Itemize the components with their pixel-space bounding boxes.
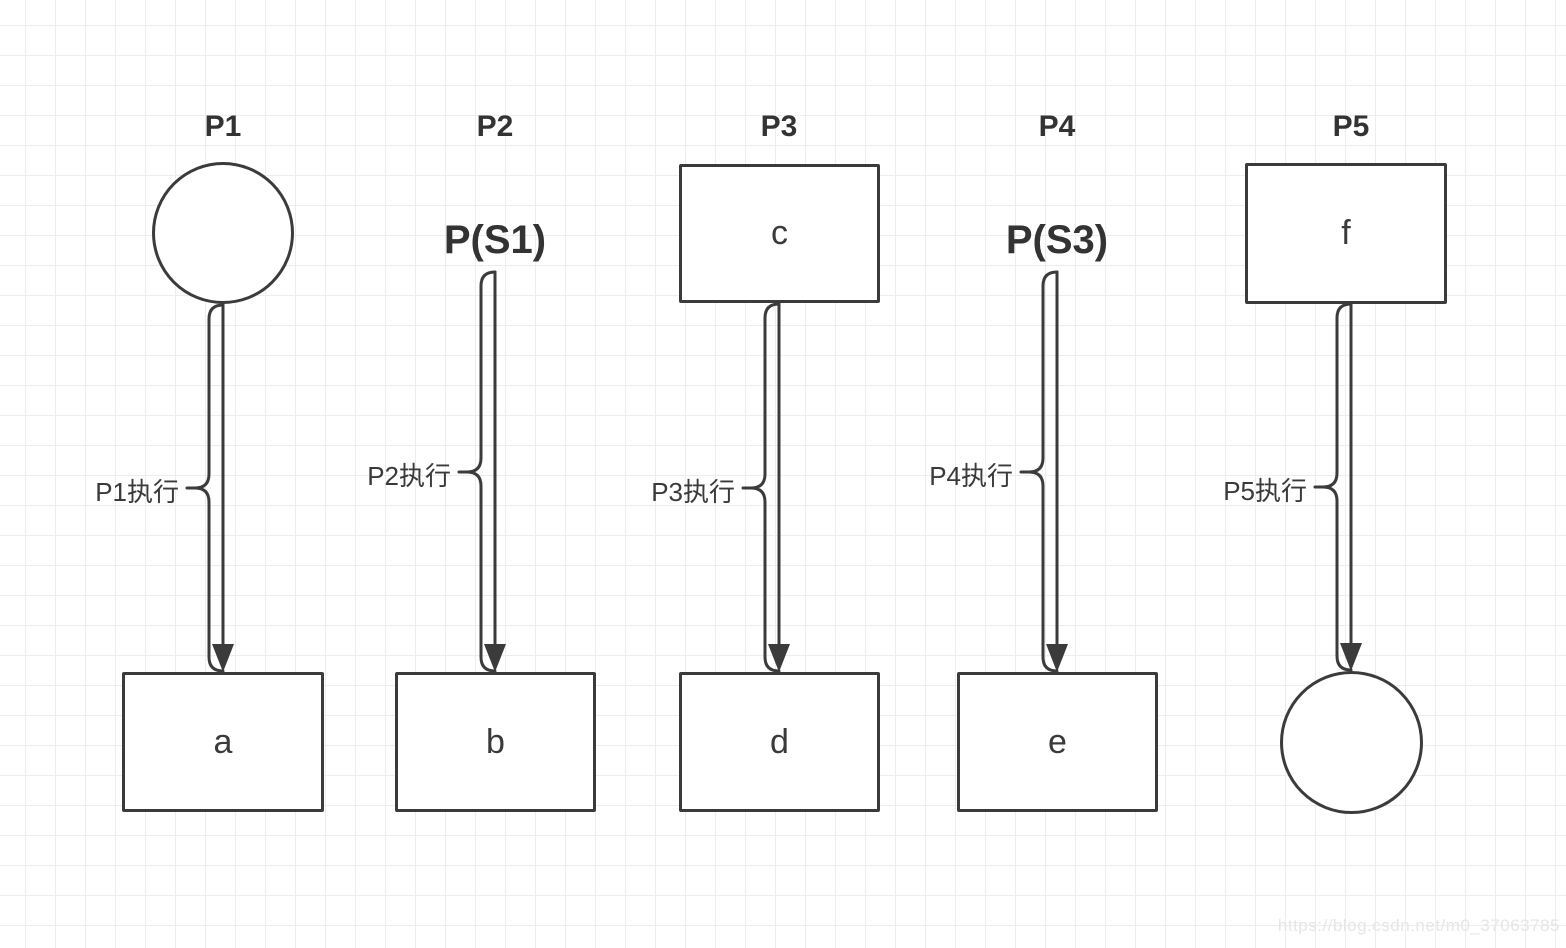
p3-execution-brace bbox=[741, 302, 781, 673]
p3-box-d: d bbox=[679, 672, 880, 812]
p3-arrowhead bbox=[768, 644, 790, 672]
p5-box-label: f bbox=[1341, 214, 1351, 252]
p2-title: P2 bbox=[476, 110, 514, 143]
p3-box-c: c bbox=[679, 164, 880, 303]
p5-end-circle bbox=[1280, 671, 1423, 814]
p5-title: P5 bbox=[1332, 110, 1370, 143]
p3-box-d-label: d bbox=[770, 722, 789, 761]
p5-execution-brace bbox=[1313, 302, 1353, 672]
p1-box-a: a bbox=[122, 672, 324, 812]
p4-box-e: e bbox=[957, 672, 1158, 812]
p2-box-b: b bbox=[395, 672, 596, 812]
p1-arrowhead bbox=[212, 644, 234, 672]
p3-title: P3 bbox=[760, 110, 798, 143]
p3-box-label: c bbox=[771, 214, 788, 252]
p2-semaphore-op: P(S1) bbox=[443, 218, 547, 262]
p5-exec-label: P5执行 bbox=[1223, 476, 1307, 506]
p5-box-f: f bbox=[1245, 163, 1447, 304]
p3-exec-label: P3执行 bbox=[651, 477, 735, 507]
p4-box-label: e bbox=[1048, 722, 1067, 761]
p1-start-circle bbox=[152, 162, 294, 304]
p4-arrowhead bbox=[1046, 644, 1068, 672]
p4-semaphore-op: P(S3) bbox=[1005, 218, 1109, 262]
p2-arrowhead bbox=[484, 644, 506, 672]
p1-exec-label: P1执行 bbox=[95, 477, 179, 507]
watermark-url: https://blog.csdn.net/m0_37063785 bbox=[1277, 916, 1560, 935]
p4-exec-label: P4执行 bbox=[929, 461, 1013, 491]
p4-execution-brace bbox=[1019, 270, 1059, 673]
p5-arrowhead bbox=[1340, 643, 1362, 671]
p1-execution-brace bbox=[185, 303, 225, 673]
p2-box-label: b bbox=[486, 722, 505, 761]
p2-execution-brace bbox=[457, 270, 497, 673]
p2-exec-label: P2执行 bbox=[367, 461, 451, 491]
p4-title: P4 bbox=[1038, 110, 1076, 143]
p1-title: P1 bbox=[204, 110, 242, 143]
p1-box-label: a bbox=[213, 722, 233, 761]
